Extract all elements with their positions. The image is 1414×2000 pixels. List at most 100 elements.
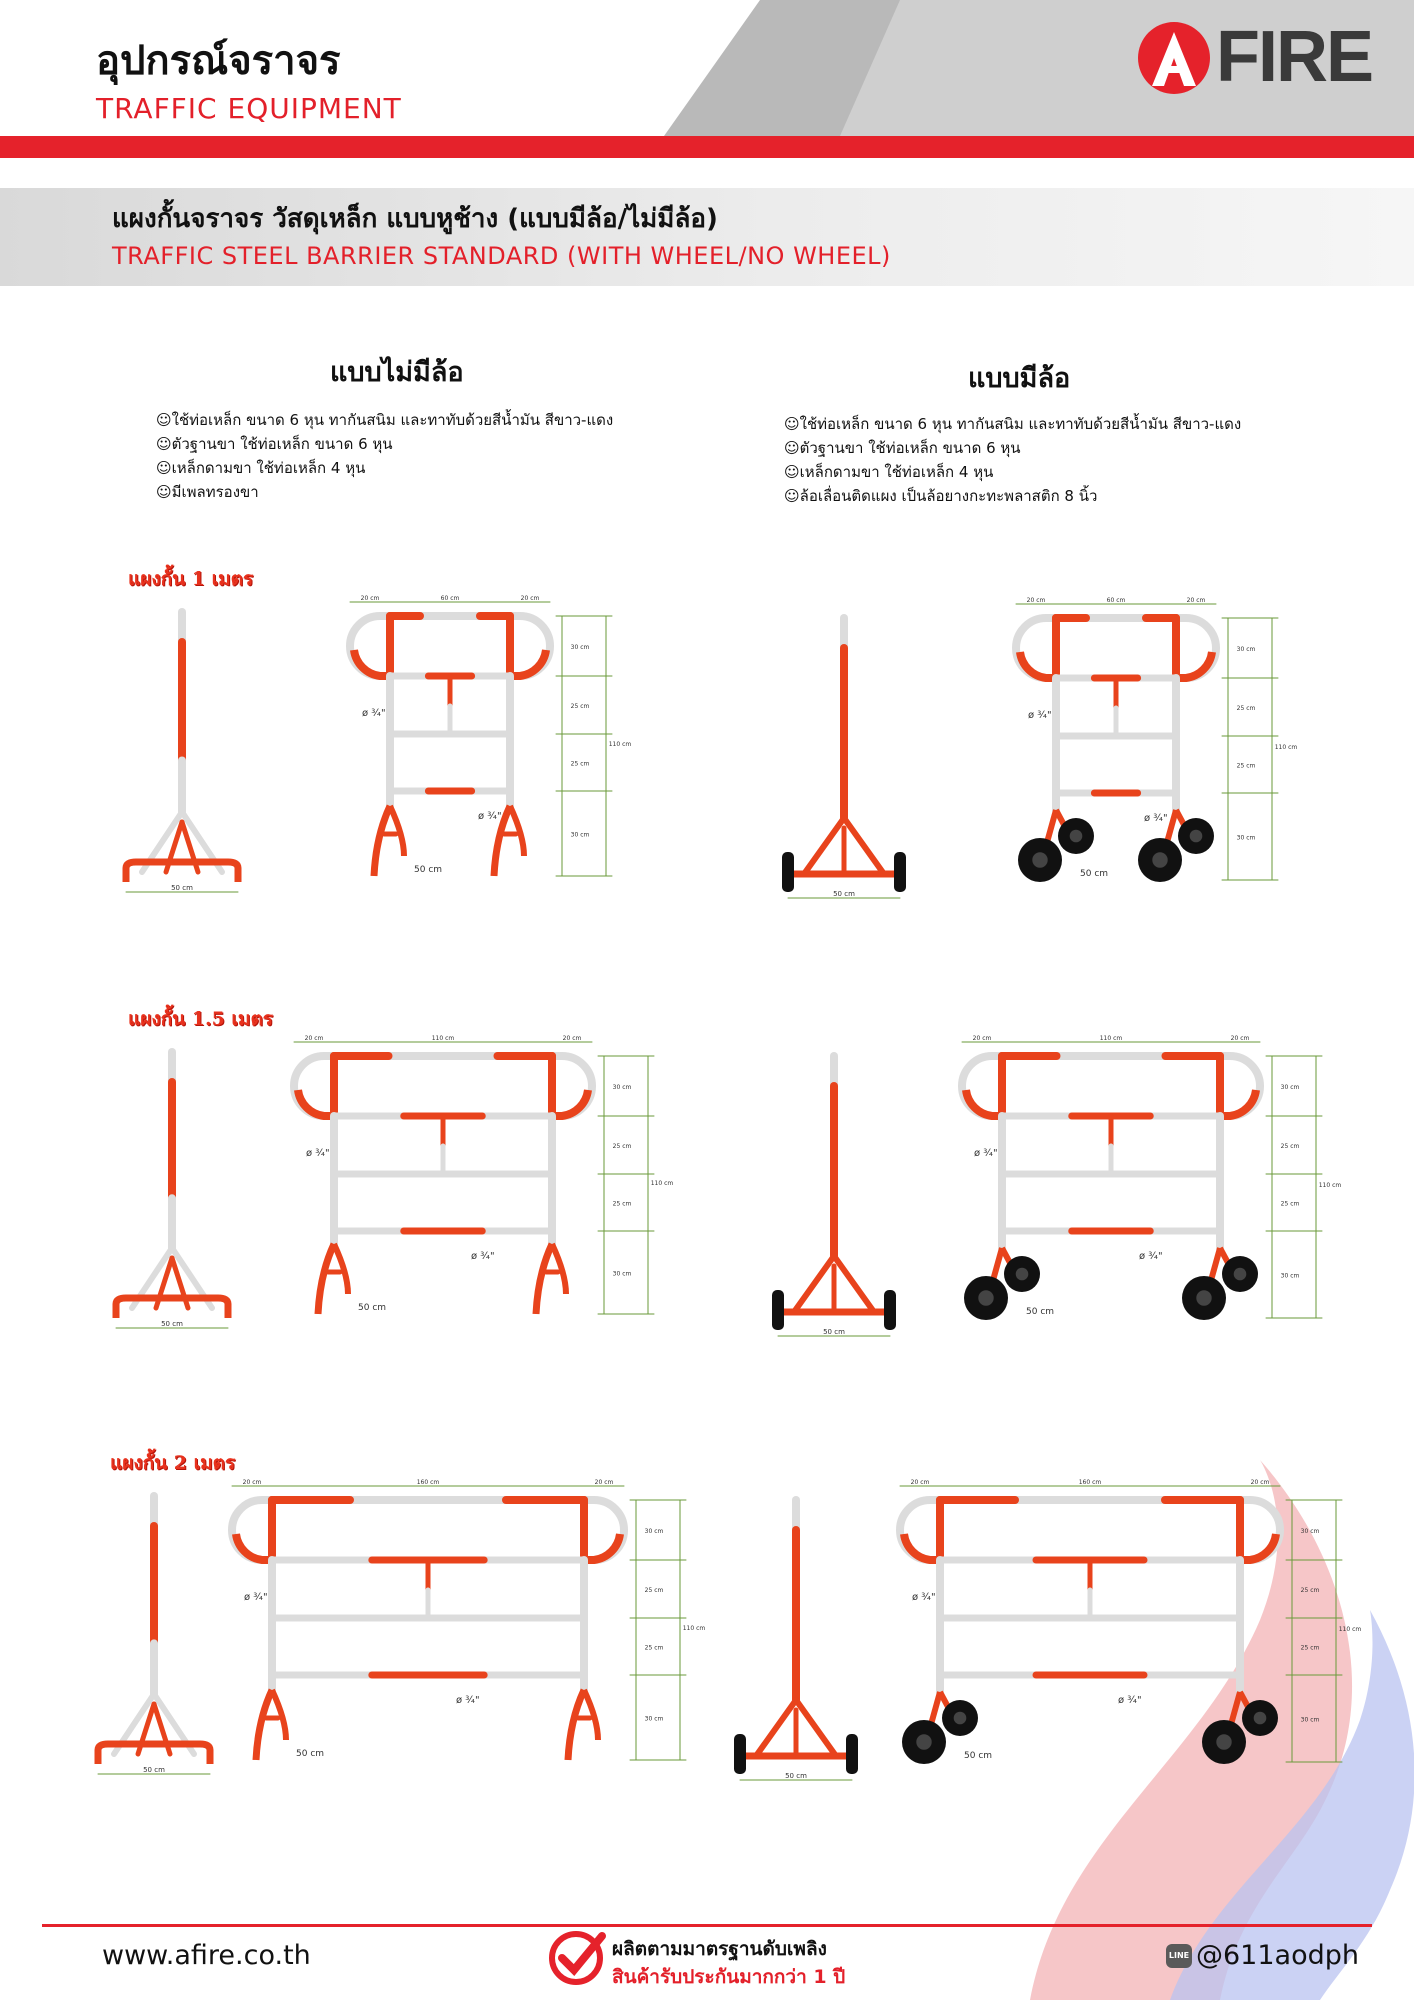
ear-right-red [1240, 1533, 1280, 1564]
dimension-label: 25 cm [1281, 1201, 1300, 1208]
pipe-size-label: ø ¾" [974, 1148, 998, 1159]
dimension-label: 110 cm [1319, 1182, 1342, 1189]
base-frame [122, 858, 242, 882]
dimension-label: 20 cm [361, 595, 380, 602]
leg-dimension-label: 50 cm [414, 865, 442, 875]
wheel-hub [1189, 829, 1203, 843]
size-label-1m: แผงกั้น 1 เมตร [128, 568, 254, 590]
dimension-label: 20 cm [1231, 1035, 1250, 1042]
wheel-icon [894, 852, 906, 892]
side-view-with-wheel: 50 cm [734, 1496, 858, 1781]
spec-item: เหล็กดามขา ใช้ท่อเหล็ก 4 หุน [156, 456, 676, 480]
dimension-label: 30 cm [571, 644, 590, 651]
header-background [664, 0, 1414, 136]
ear-left [290, 1052, 334, 1120]
wheel-hub [1015, 1267, 1029, 1281]
dimension-label: 20 cm [521, 595, 540, 602]
brace [831, 1253, 877, 1315]
dimension-label: 30 cm [1281, 1273, 1300, 1280]
dimension-label: 25 cm [613, 1201, 632, 1208]
ear-left [228, 1496, 272, 1564]
spec-item: เหล็กดามขา ใช้ท่อเหล็ก 4 หุน [784, 460, 1344, 484]
column-title-no-wheel: แบบไม่มีล้อ [330, 357, 464, 388]
dimension-label: 30 cm [1281, 1084, 1300, 1091]
pipe-size-label: ø ¾" [1139, 1251, 1163, 1262]
dimension-label: 160 cm [417, 1479, 440, 1486]
specs-no-wheel: ใช้ท่อเหล็ก ขนาด 6 หุน ทากันสนิม และทาทั… [156, 408, 676, 504]
ear-right-red [552, 1089, 592, 1120]
ear-right [510, 612, 554, 680]
ear-right [1220, 1052, 1264, 1120]
side-view-with-wheel: 50 cm [782, 614, 906, 899]
leg-dimension-label: 50 cm [964, 1751, 992, 1761]
leg [490, 804, 514, 877]
dimension-label: 60 cm [1107, 597, 1126, 604]
dimension-label: 25 cm [1237, 705, 1256, 712]
dimension-label: 20 cm [911, 1479, 930, 1486]
wheel-hub [978, 1290, 994, 1306]
wheel-hub [916, 1734, 932, 1750]
leg-dimension-label: 50 cm [1026, 1307, 1054, 1317]
dimension-label: 25 cm [1281, 1143, 1300, 1150]
ear-left [346, 612, 390, 680]
pipe-size-label: ø ¾" [1144, 813, 1168, 824]
dimension-label: 50 cm [823, 1328, 845, 1336]
flame-watermark [1030, 1460, 1414, 2000]
dimension-label: 25 cm [571, 761, 590, 768]
dimension-label: 20 cm [1251, 1479, 1270, 1486]
ear-right [584, 1496, 628, 1564]
dimension-label: 30 cm [613, 1084, 632, 1091]
dimension-label: 25 cm [1301, 1587, 1320, 1594]
brace [791, 1253, 837, 1315]
pipe-size-label: ø ¾" [1118, 1695, 1142, 1706]
dimension-label: 110 cm [683, 1625, 706, 1632]
footer-website[interactable]: www.afire.co.th [102, 1940, 311, 1971]
side-view-with-wheel: 50 cm [772, 1052, 896, 1337]
dimension-label: 25 cm [1237, 763, 1256, 770]
wheel-icon [772, 1290, 784, 1330]
wheel-icon [846, 1734, 858, 1774]
wheel-hub [1233, 1267, 1247, 1281]
dimension-label: 60 cm [441, 595, 460, 602]
spec-item: มีเพลทรองขา [156, 480, 676, 504]
size-label-1-5m: แผงกั้น 1.5 เมตร [128, 1008, 273, 1030]
dimension-label: 20 cm [595, 1479, 614, 1486]
dimension-label: 30 cm [1237, 646, 1256, 653]
base-frame [112, 1294, 232, 1318]
ear-left-red [962, 1089, 1002, 1120]
product-title-en: TRAFFIC STEEL BARRIER STANDARD (WITH WHE… [112, 242, 891, 270]
dimension-label: 20 cm [1187, 597, 1206, 604]
ear-right-red [1220, 1089, 1260, 1120]
wheel-hub [1216, 1734, 1232, 1750]
brace [801, 815, 847, 877]
leg [387, 804, 407, 857]
dimension-label: 50 cm [833, 890, 855, 898]
ear-right [552, 1052, 596, 1120]
pipe-size-label: ø ¾" [471, 1251, 495, 1262]
ear-left [896, 1496, 940, 1564]
dimension-label: 110 cm [1100, 1035, 1123, 1042]
wheel-hub [1152, 852, 1168, 868]
ear-left-red [1016, 651, 1056, 682]
dimension-label: 30 cm [645, 1528, 664, 1535]
logo-text: FIRE [1216, 17, 1374, 97]
footer-line-id[interactable]: @611aodph [1196, 1940, 1359, 1971]
column-title-with-wheel: แบบมีล้อ [968, 363, 1071, 394]
logo-a-icon [1138, 22, 1210, 94]
dimension-label: 25 cm [1301, 1645, 1320, 1652]
pipe-size-label: ø ¾" [912, 1592, 936, 1603]
dimension-label: 110 cm [1275, 744, 1298, 751]
dimension-label: 25 cm [571, 703, 590, 710]
page-title-th: อุปกรณ์จราจร [96, 38, 341, 84]
wheel-icon [734, 1734, 746, 1774]
leg [549, 1242, 569, 1295]
footer-standard: ผลิตตามมาตรฐานดับเพลิง [612, 1938, 827, 1960]
spec-item: ใช้ท่อเหล็ก ขนาด 6 หุน ทากันสนิม และทาทั… [156, 408, 676, 432]
ear-left-red [232, 1533, 272, 1564]
leg [314, 1242, 338, 1315]
ear-left [1012, 614, 1056, 682]
dimension-label: 110 cm [432, 1035, 455, 1042]
dimension-label: 30 cm [1301, 1528, 1320, 1535]
